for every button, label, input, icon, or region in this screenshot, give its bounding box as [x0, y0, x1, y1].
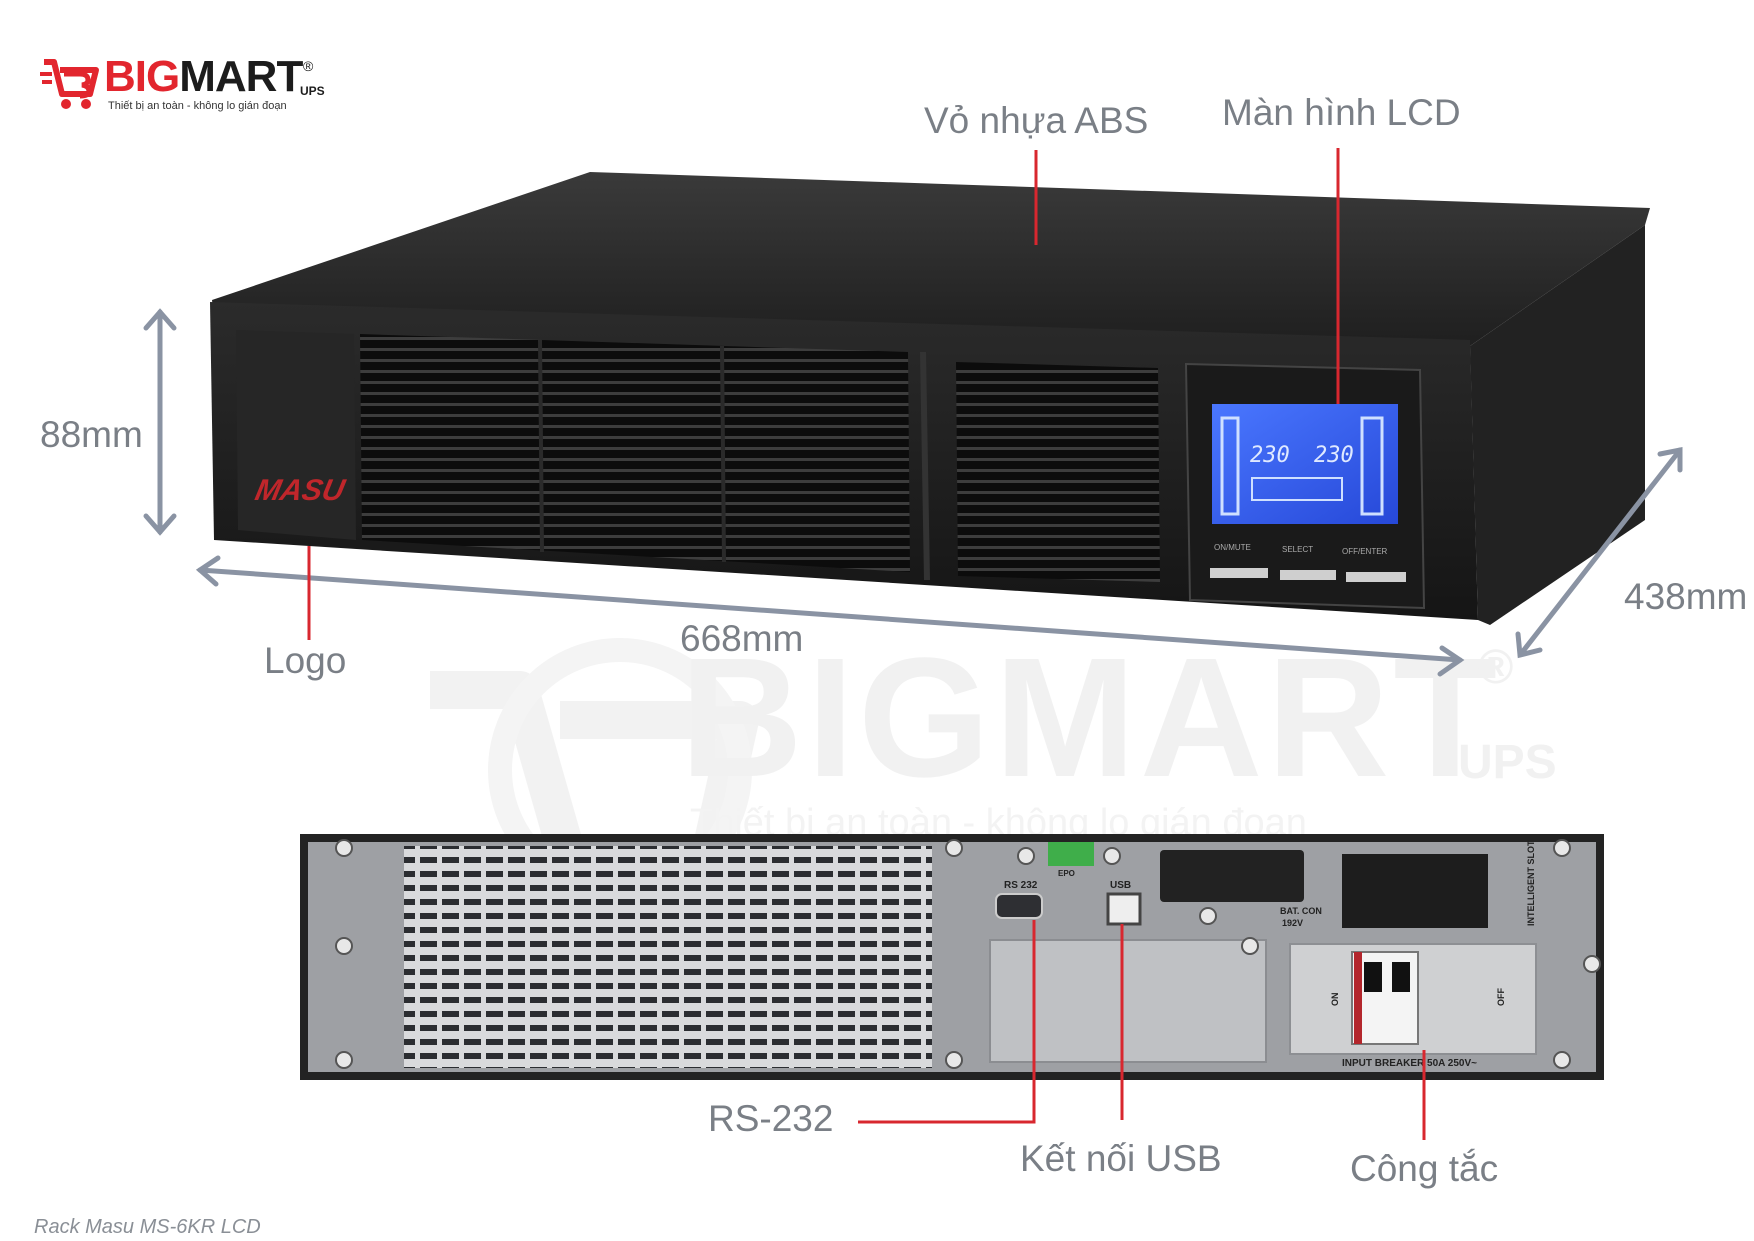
lcd-button-1 — [1210, 568, 1268, 578]
rear-vent-grille — [404, 846, 932, 1068]
annotation-housing: Vỏ nhựa ABS — [924, 100, 1149, 141]
image-caption: Rack Masu MS-6KR LCD — [34, 1216, 261, 1238]
watermark-suffix: UPS — [1458, 736, 1557, 789]
lcd-button-3 — [1346, 572, 1406, 582]
leader-lines — [307, 148, 1426, 1140]
label-bat-con: BAT. CON — [1280, 906, 1322, 916]
annotation-height: 88mm — [40, 414, 143, 455]
lcd-buttons: ON/MUTE SELECT OFF/ENTER — [1210, 543, 1406, 582]
lcd-readout-2: 230 — [1314, 443, 1354, 468]
label-breaker: INPUT BREAKER 50A 250V~ — [1342, 1058, 1477, 1069]
annotation-switch: Công tắc — [1350, 1148, 1499, 1189]
annotation-lcd: Màn hình LCD — [1222, 92, 1461, 133]
label-off: OFF — [1496, 988, 1506, 1006]
brand-name-dark: MART — [179, 52, 303, 101]
lcd-button-label-3: OFF/ENTER — [1342, 547, 1388, 556]
label-epo: EPO — [1058, 869, 1075, 878]
front-vent-right — [956, 362, 1160, 582]
epo-connector — [1048, 842, 1094, 866]
brand-registered-mark: ® — [303, 58, 314, 74]
width-arrow — [197, 567, 1463, 663]
annotation-depth: 438mm — [1624, 576, 1748, 617]
label-intelligent-slot: INTELLIGENT SLOT — [1526, 840, 1536, 926]
label-on: ON — [1330, 993, 1340, 1007]
label-rs232: RS 232 — [1004, 880, 1038, 891]
dimension-arrows — [143, 308, 1683, 677]
lcd-screen — [1212, 404, 1398, 524]
annotation-width: 668mm — [680, 618, 804, 659]
watermark-registered: ® — [1478, 641, 1514, 694]
lcd-button-label-1: ON/MUTE — [1214, 543, 1251, 552]
brand-name: BIGMART — [104, 52, 303, 102]
front-vent-left — [360, 334, 910, 572]
ups-top-cover — [212, 172, 1650, 346]
rs232-port — [995, 893, 1043, 919]
depth-arrow — [1517, 447, 1683, 658]
annotation-usb: Kết nối USB — [1020, 1138, 1222, 1179]
cart-logo-icon — [40, 59, 99, 109]
brand-name-red: BIG — [104, 52, 180, 101]
brand-suffix: UPS — [300, 84, 325, 98]
lcd-button-label-2: SELECT — [1282, 545, 1313, 554]
annotation-rs232: RS-232 — [708, 1098, 834, 1139]
lcd-button-2 — [1280, 570, 1336, 580]
masu-logo: MASU — [252, 474, 348, 507]
leader-rs232 — [858, 920, 1036, 1124]
annotation-logo: Logo — [264, 640, 347, 681]
lcd-readout-1: 230 — [1250, 443, 1290, 468]
brand-tagline: Thiết bị an toàn - không lo gián đoạn — [108, 100, 287, 112]
label-usb: USB — [1110, 880, 1131, 891]
label-bat-voltage: 192V — [1282, 918, 1303, 928]
ups-right-side — [1470, 225, 1645, 625]
usb-port — [1106, 892, 1142, 926]
